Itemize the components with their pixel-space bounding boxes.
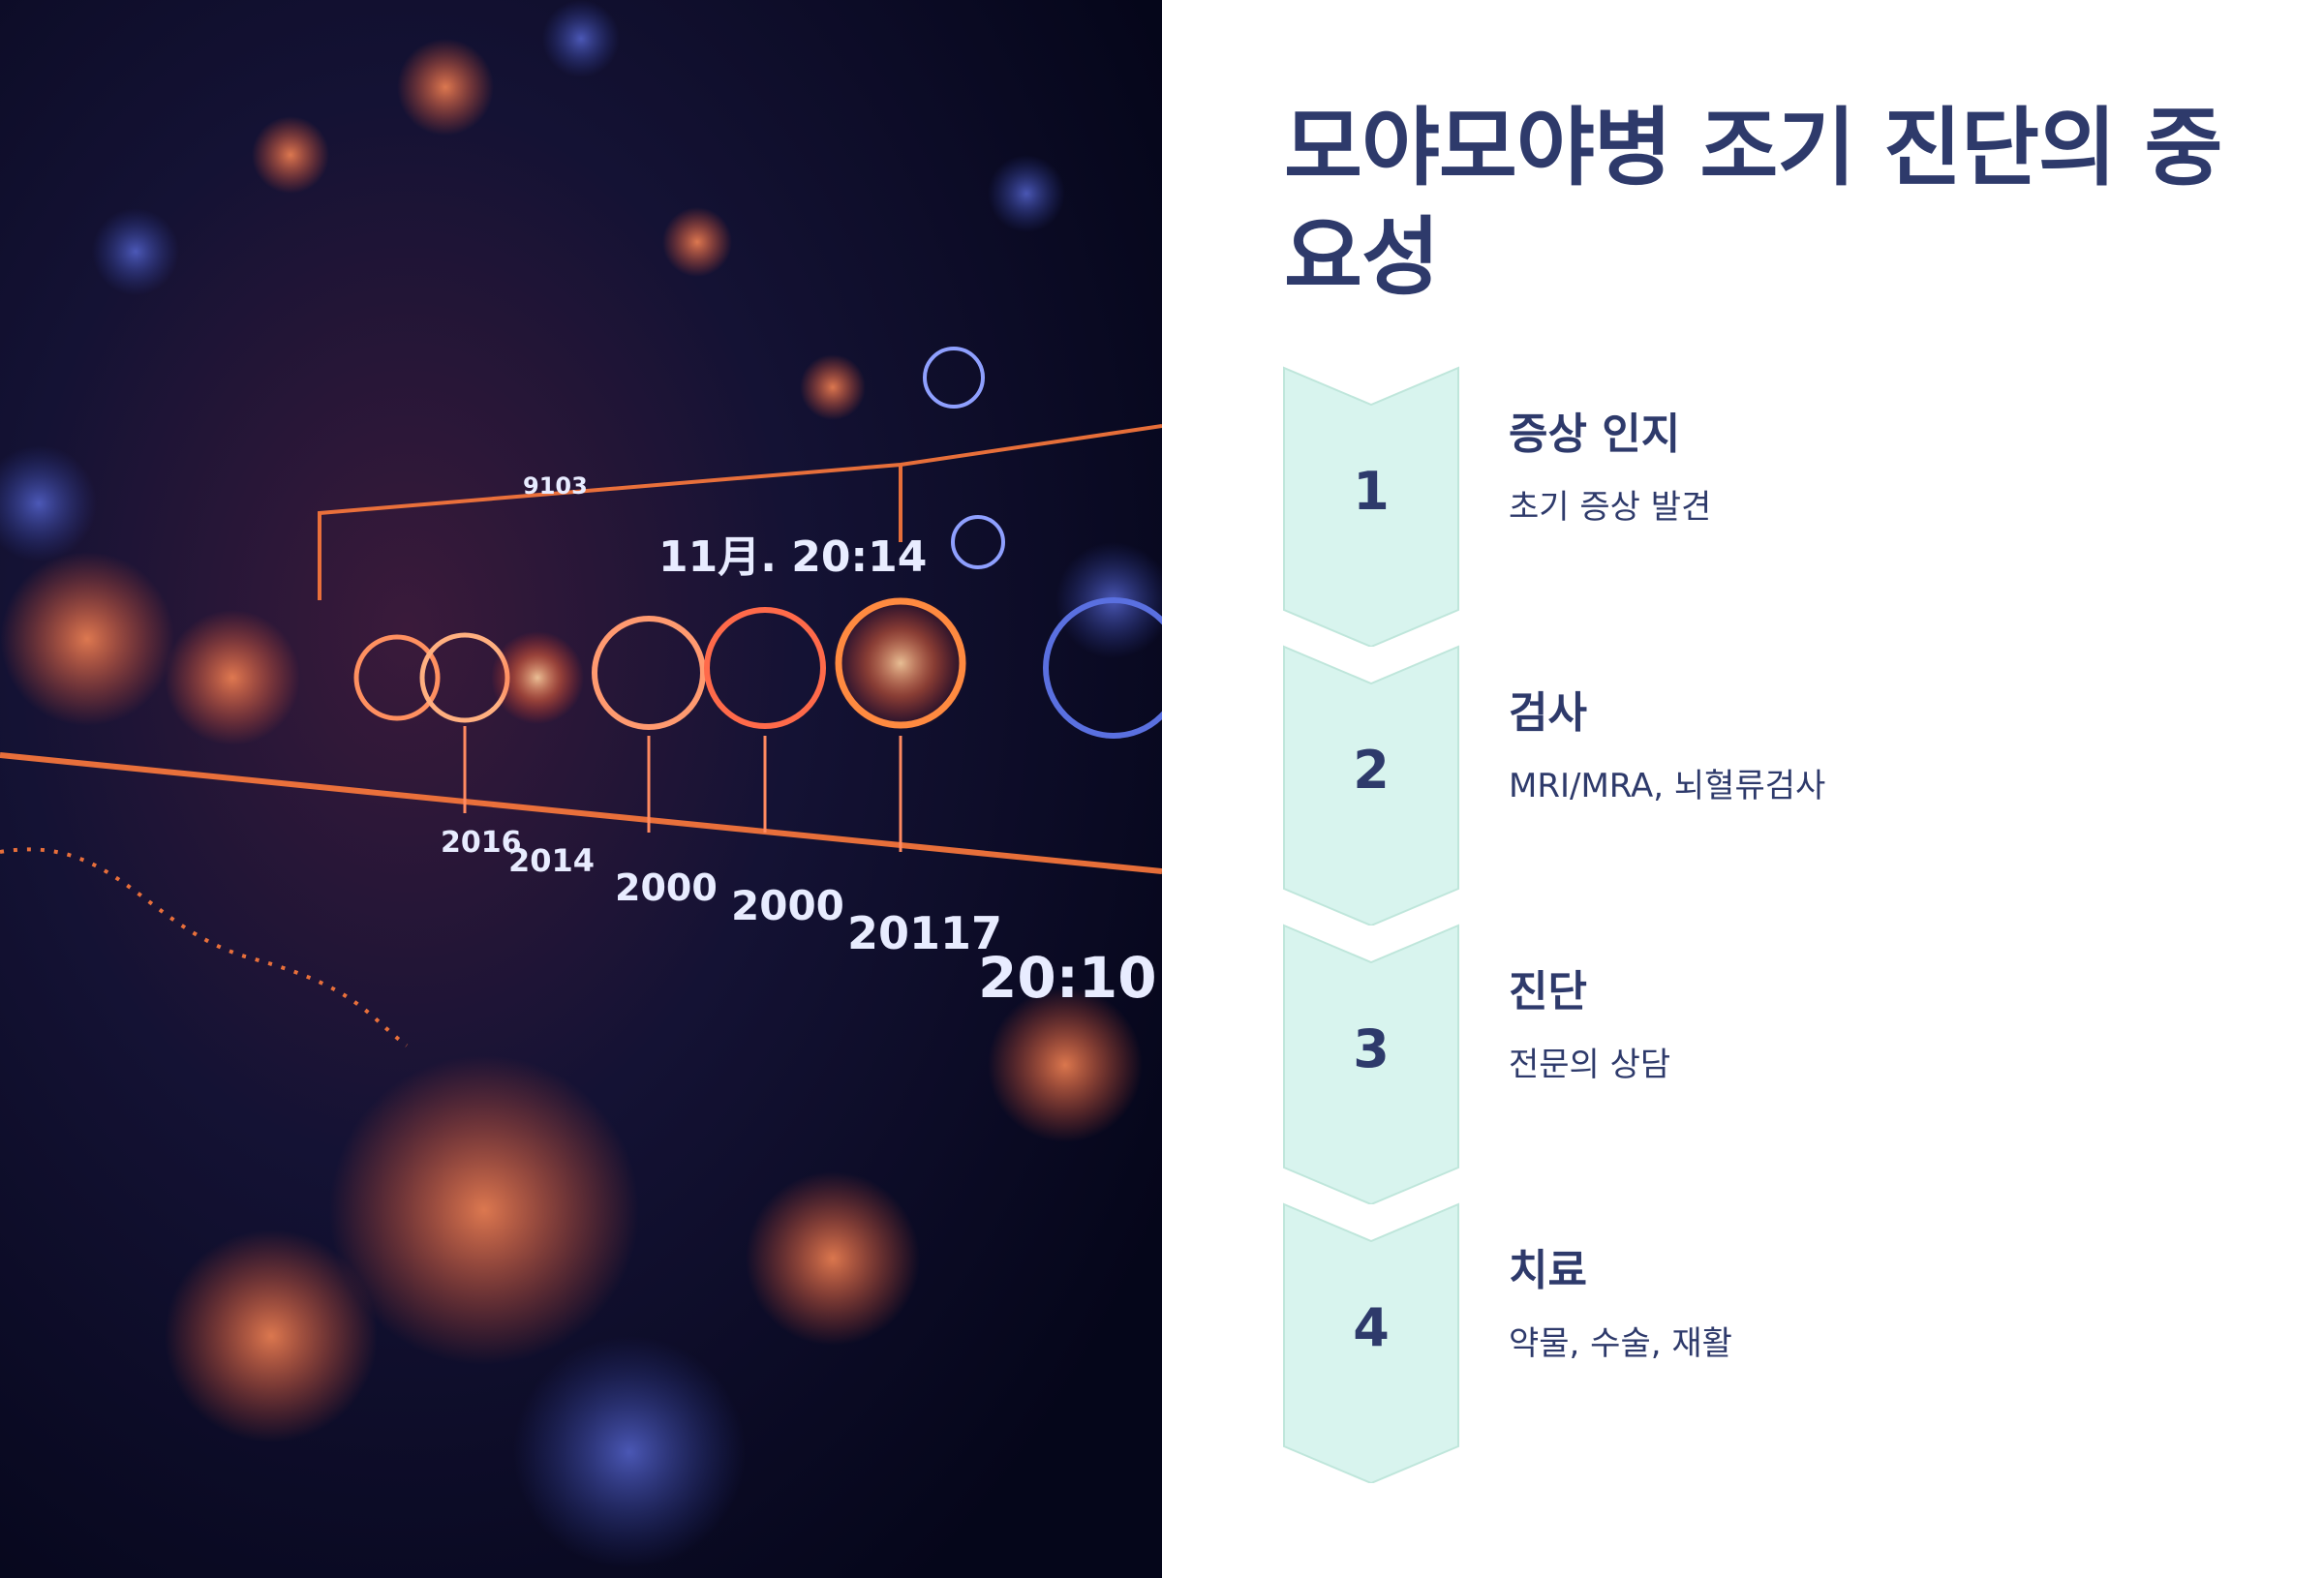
step-title: 치료 xyxy=(1509,1246,1587,1295)
timeline-lines xyxy=(0,424,1162,1047)
step-number: 1 xyxy=(1353,461,1390,522)
content-panel: 모야모야병 조기 진단의 중요성 1 증상 인지 초기 증상 발견 2 검사 M… xyxy=(1162,0,2324,1578)
step-description: 초기 증상 발견 xyxy=(1509,488,1712,527)
year-labels: 2016 2014 2000 2000 20117 20:10 11月. 20:… xyxy=(441,472,1157,1011)
hero-image: 2016 2014 2000 2000 20117 20:10 11月. 20:… xyxy=(0,0,1162,1578)
step-description: 약물, 수술, 재활 xyxy=(1509,1324,1732,1363)
timeline-nodes xyxy=(353,347,1162,852)
step-title: 검사 xyxy=(1509,688,1587,738)
chevron-shape xyxy=(1283,366,1459,647)
step-title: 진단 xyxy=(1509,967,1587,1017)
chevron-shape xyxy=(1283,1202,1459,1483)
step-description: MRI/MRA, 뇌혈류검사 xyxy=(1509,767,1826,805)
step-number: 4 xyxy=(1353,1297,1390,1358)
year-label: 2016 xyxy=(441,826,522,860)
step-description: 전문의 상담 xyxy=(1509,1046,1671,1084)
chevron-shape xyxy=(1283,645,1459,926)
step-4: 4 치료 약물, 수술, 재활 xyxy=(1282,1202,2250,1483)
year-label: 2000 xyxy=(615,866,718,909)
overlay-label: 11月. 20:14 xyxy=(658,532,927,582)
step-2: 2 검사 MRI/MRA, 뇌혈류검사 xyxy=(1282,645,2250,926)
step-title: 증상 인지 xyxy=(1509,410,1681,459)
year-label: 20117 xyxy=(847,907,1002,959)
step-3: 3 진단 전문의 상담 xyxy=(1282,924,2250,1204)
chevron-shape xyxy=(1283,924,1459,1204)
year-label: 2014 xyxy=(508,842,595,879)
step-1: 1 증상 인지 초기 증상 발견 xyxy=(1282,366,2250,647)
step-number: 2 xyxy=(1353,740,1390,801)
page-title: 모야모야병 조기 진단의 중요성 xyxy=(1284,98,2222,307)
step-number: 3 xyxy=(1353,1018,1390,1079)
year-label: 20:10 xyxy=(978,945,1157,1011)
year-label: 2000 xyxy=(731,882,844,929)
bokeh-lights xyxy=(0,0,1162,1568)
overlay-label: 9103 xyxy=(523,472,588,500)
timeline-illustration: 2016 2014 2000 2000 20117 20:10 11月. 20:… xyxy=(0,0,1162,1578)
